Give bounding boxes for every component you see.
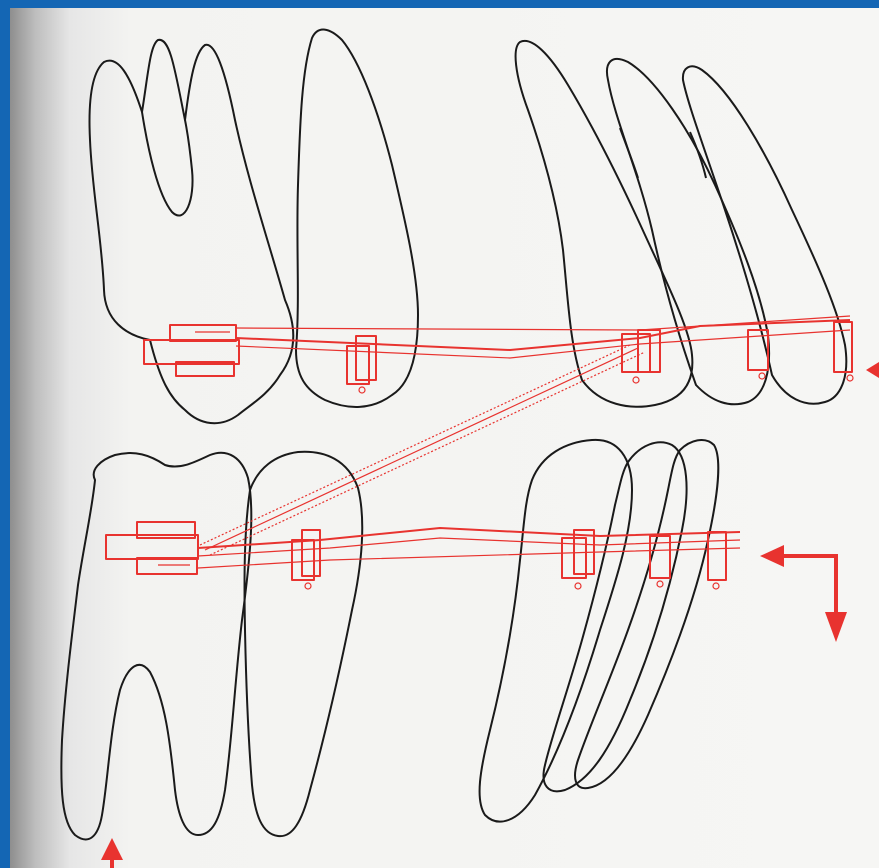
lower-archwire-outer: [198, 538, 740, 556]
class-ii-elastic-1: [200, 345, 630, 545]
upper-central-incisor-outline: [683, 66, 846, 403]
upper-lateral-incisor-bracket: [748, 330, 768, 379]
lower-molar-outline: [61, 453, 251, 840]
upper-arch-arrow: [866, 362, 879, 378]
lower-molar-arrow: [101, 838, 123, 868]
class-ii-elastic-3: [205, 348, 638, 550]
lower-premolar-outline: [245, 452, 363, 836]
lower-premolar-bracket: [292, 530, 320, 589]
upper-archwire-outer: [236, 330, 850, 358]
lower-arch-arrow: [760, 545, 847, 642]
lower-central-incisor-outline: [575, 440, 718, 788]
lower-canine-outline: [480, 440, 632, 822]
upper-molar-outline: [90, 40, 294, 423]
upper-tooth-contact-line: [620, 128, 638, 178]
upper-archwire: [236, 320, 850, 350]
upper-tooth-contact-line-2: [690, 132, 706, 178]
lower-lateral-incisor-outline: [544, 442, 687, 791]
lower-molar-tube: [106, 522, 198, 574]
upper-canine-outline: [516, 41, 693, 407]
upper-lateral-incisor-outline: [607, 59, 769, 404]
upper-molar-furcation: [142, 112, 193, 216]
lower-canine-bracket: [562, 530, 594, 589]
